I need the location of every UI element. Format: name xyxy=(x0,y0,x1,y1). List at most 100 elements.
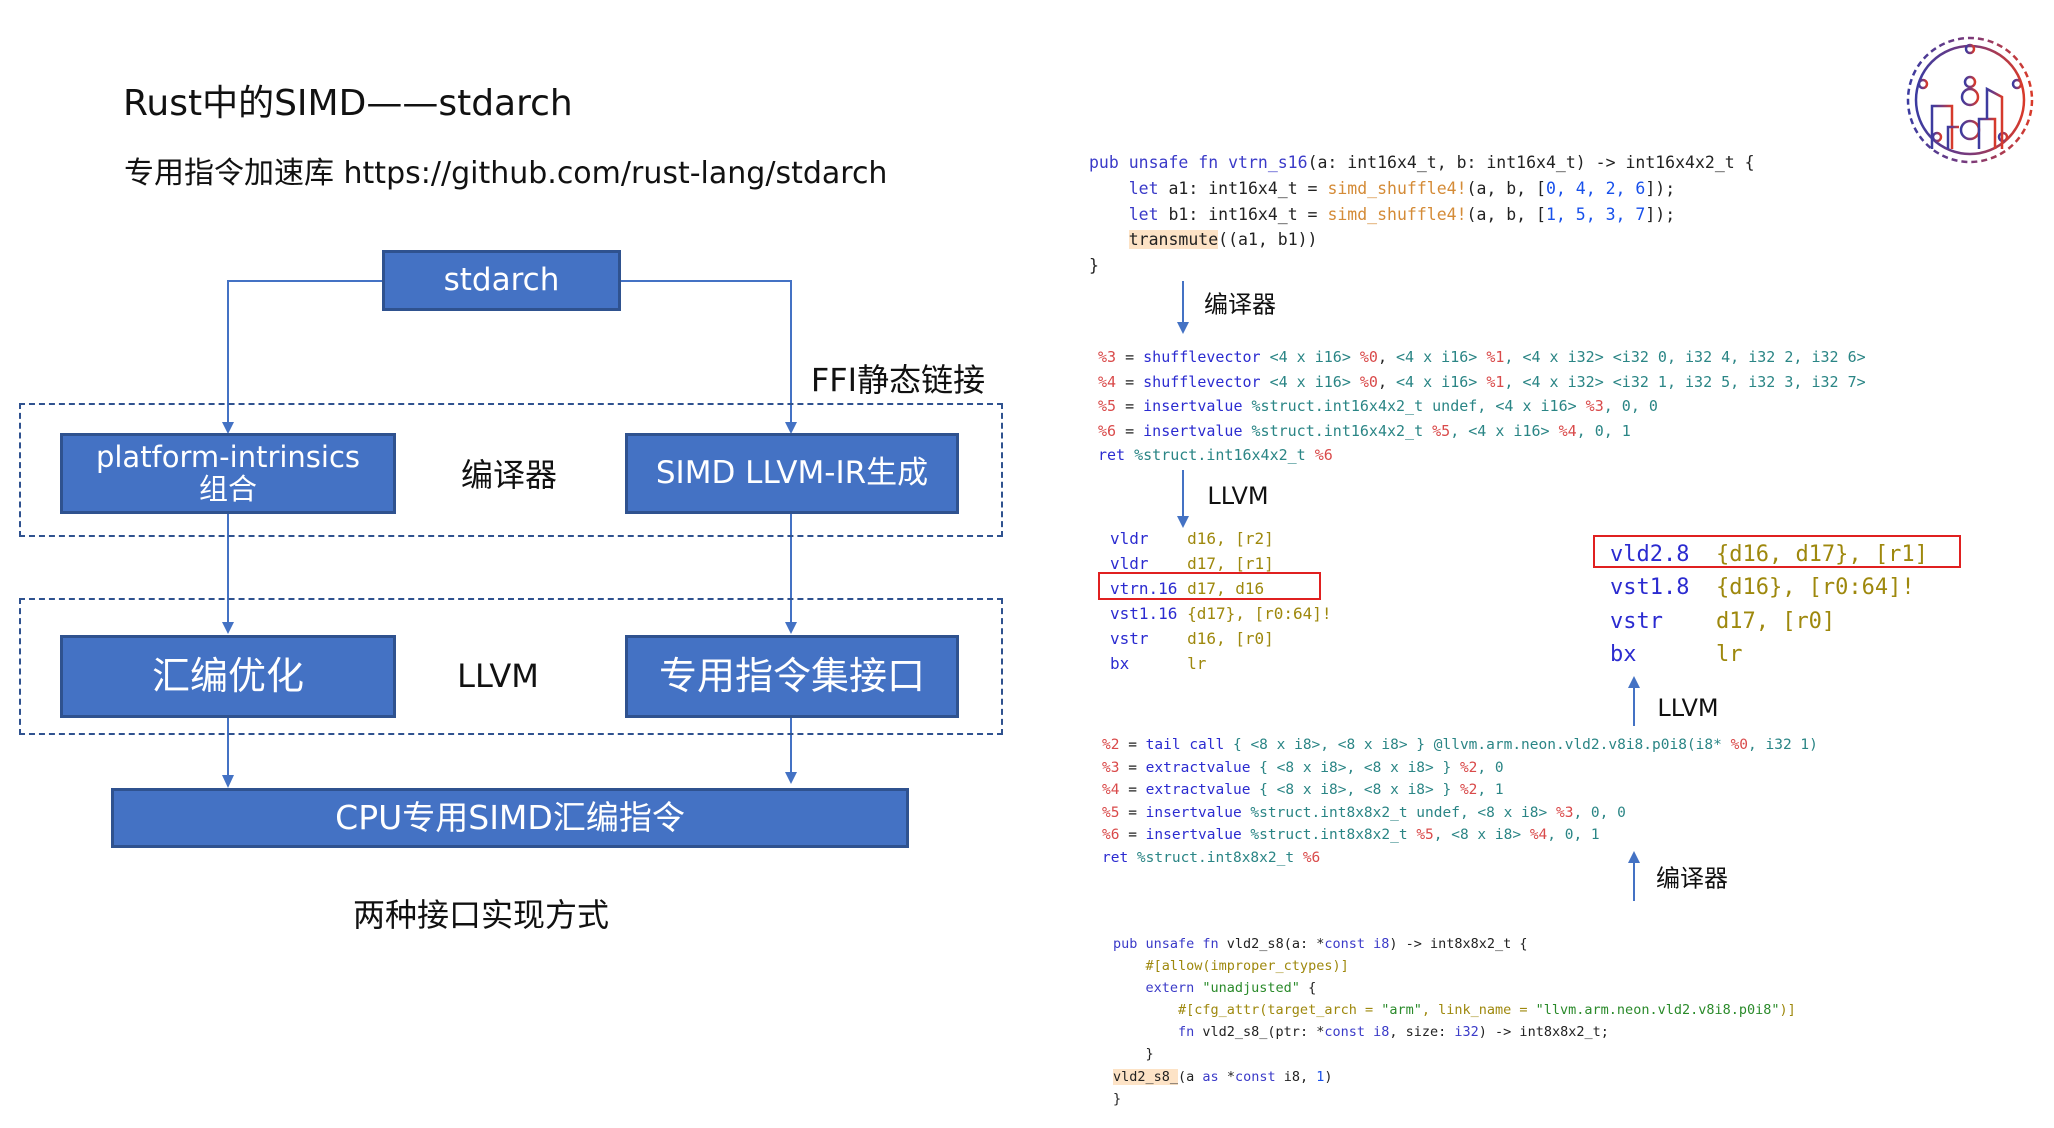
code-line: vstr d17, [r0] xyxy=(1610,605,1928,638)
slide-subtitle: 专用指令加速库 https://github.com/rust-lang/std… xyxy=(124,156,888,191)
flow-compiler-label-2: 编译器 xyxy=(1656,864,1728,893)
code-token: <4 x i16> xyxy=(1396,348,1487,366)
code-token: vstr xyxy=(1610,608,1716,634)
code-token: insertvalue xyxy=(1145,804,1242,821)
code-token: (a, b, [ xyxy=(1466,178,1546,198)
code-line: extern "unadjusted" { xyxy=(1113,977,1796,999)
code-token: %5 xyxy=(1102,804,1120,821)
code-token: %struct.int16x4x2_t xyxy=(1242,421,1433,440)
caption: 两种接口实现方式 xyxy=(352,896,610,934)
code-line: pub unsafe fn vld2_s8(a: *const i8) -> i… xyxy=(1113,933,1796,955)
code-line: vld2_s8_(a as *const i8, 1) xyxy=(1113,1066,1796,1088)
code-token: #[allow(improper_ctypes)] xyxy=(1113,958,1349,975)
arrow-stdarch-to-simd-ir xyxy=(621,280,792,430)
code-token: let xyxy=(1089,204,1169,224)
code-token: let xyxy=(1089,178,1169,198)
code-token: d16, [r2] xyxy=(1187,529,1274,548)
code-line: %6 = insertvalue %struct.int8x8x2_t %5, … xyxy=(1102,824,1818,847)
code-token: %0 xyxy=(1359,348,1378,366)
asm-opt-box: 汇编优化 xyxy=(60,635,396,718)
code-token: , size: xyxy=(1389,1024,1455,1041)
code-token: {d16, d17}, [r1] xyxy=(1715,542,1928,567)
code-token: , 0, 0 xyxy=(1603,397,1658,415)
code-token: = xyxy=(1119,759,1146,776)
vld2-asm: vld2.8 {d16, d17}, [r1]vst1.8 {d16}, [r0… xyxy=(1610,538,1928,671)
code-token: %1 xyxy=(1486,372,1505,391)
vtrn-highlight-box xyxy=(1098,572,1321,600)
code-token: , 0, 0 xyxy=(1573,804,1626,821)
code-token: %struct.int16x4x2_t xyxy=(1125,446,1315,464)
code-token: vld2_s8_ xyxy=(1113,1068,1179,1085)
code-token: vst1.16 xyxy=(1110,604,1188,623)
code-token: vtrn_s16 xyxy=(1228,153,1308,172)
platform-line2: 组合 xyxy=(198,471,257,506)
code-token: 1, 5, 3, 7 xyxy=(1546,204,1646,224)
iface-label: 专用指令集接口 xyxy=(658,653,925,698)
code-token: insertvalue xyxy=(1143,421,1243,440)
code-token: { xyxy=(1299,980,1317,997)
stdarch-label: stdarch xyxy=(443,262,560,299)
intrinsic-iface-box: 专用指令集接口 xyxy=(625,635,959,718)
code-token: %5 xyxy=(1098,397,1117,415)
code-token: vld2.8 xyxy=(1610,542,1716,567)
code-token: i8 xyxy=(1373,936,1390,952)
code-line: } xyxy=(1113,1088,1796,1110)
code-line: #[cfg_attr(target_arch = "arm", link_nam… xyxy=(1113,999,1796,1021)
code-token: , 0, 1 xyxy=(1576,421,1631,440)
code-token: %struct.int16x4x2_t undef, <4 x i16> xyxy=(1242,397,1586,415)
code-token: } xyxy=(1113,1090,1122,1107)
code-token: , <4 x i16> xyxy=(1450,421,1559,440)
code-token: = xyxy=(1119,737,1146,753)
code-token: <4 x i16> xyxy=(1260,348,1360,366)
code-token: )] xyxy=(1779,1002,1796,1019)
code-line: } xyxy=(1113,1043,1796,1065)
code-token: pub unsafe fn xyxy=(1089,153,1229,172)
code-token: = xyxy=(1119,827,1146,844)
code-token: %3 xyxy=(1102,759,1120,776)
code-token: ((a1, b1)) xyxy=(1218,230,1318,250)
code-line: ret %struct.int8x8x2_t %6 xyxy=(1102,847,1818,870)
code-token: i8, xyxy=(1283,1068,1317,1085)
code-token: {d16}, [r0:64]! xyxy=(1715,575,1915,601)
ffi-label: FFI静态链接 xyxy=(810,361,986,399)
code-token: d17, [r0] xyxy=(1715,608,1836,634)
code-line: pub unsafe fn vtrn_s16(a: int16x4_t, b: … xyxy=(1089,150,1755,176)
code-line: %4 = shufflevector <4 x i16> %0, <4 x i1… xyxy=(1098,370,1866,395)
code-token: } xyxy=(1089,256,1099,276)
slide-title: Rust中的SIMD——stdarch xyxy=(123,83,573,124)
code-token: vldr xyxy=(1110,529,1188,548)
code-token: , 1 xyxy=(1477,782,1504,799)
vld2-rust-code: pub unsafe fn vld2_s8(a: *const i8) -> i… xyxy=(1113,933,1796,1110)
code-token: %6 xyxy=(1314,446,1333,464)
code-line: let a1: int16x4_t = simd_shuffle4!(a, b,… xyxy=(1089,176,1755,202)
arrow-stdarch-to-platform xyxy=(227,280,382,430)
code-token: %struct.int8x8x2_t xyxy=(1241,827,1417,844)
simd-llvm-ir-box: SIMD LLVM-IR生成 xyxy=(625,433,959,514)
code-token: ret xyxy=(1102,849,1129,866)
code-line: let b1: int16x4_t = simd_shuffle4!(a, b,… xyxy=(1089,202,1755,228)
stdarch-box: stdarch xyxy=(382,250,621,311)
code-line: transmute((a1, b1)) xyxy=(1089,227,1755,253)
code-token: (a xyxy=(1178,1068,1203,1085)
flow-llvm-label-2: LLVM xyxy=(1657,694,1719,722)
code-token: , xyxy=(1377,372,1397,391)
code-token: %3 xyxy=(1098,348,1117,366)
code-token: {d17}, [r0:64]! xyxy=(1187,604,1332,623)
code-token: "llvm.arm.neon.vld2.v8i8.p0i8" xyxy=(1535,1002,1780,1019)
code-token: %4 xyxy=(1102,782,1120,799)
code-token: { <8 x i8>, <8 x i8> } xyxy=(1250,759,1460,776)
code-token: lr xyxy=(1715,641,1743,667)
code-token: = xyxy=(1119,804,1146,821)
code-token: { <8 x i8>, <8 x i8> } xyxy=(1250,782,1460,799)
code-token: <4 x i16> xyxy=(1396,372,1487,391)
code-token: ]); xyxy=(1645,204,1676,224)
code-line: %6 = insertvalue %struct.int16x4x2_t %5,… xyxy=(1098,419,1866,444)
code-line: } xyxy=(1089,253,1755,279)
code-token: bx xyxy=(1110,654,1188,673)
compiler-group-frame xyxy=(19,403,1003,537)
code-line: %4 = extractvalue { <8 x i8>, <8 x i8> }… xyxy=(1102,779,1818,802)
asm-opt-label: 汇编优化 xyxy=(151,653,304,698)
code-line: vst1.16 {d17}, [r0:64]! xyxy=(1110,601,1332,626)
code-token: (a, b, [ xyxy=(1466,204,1546,224)
